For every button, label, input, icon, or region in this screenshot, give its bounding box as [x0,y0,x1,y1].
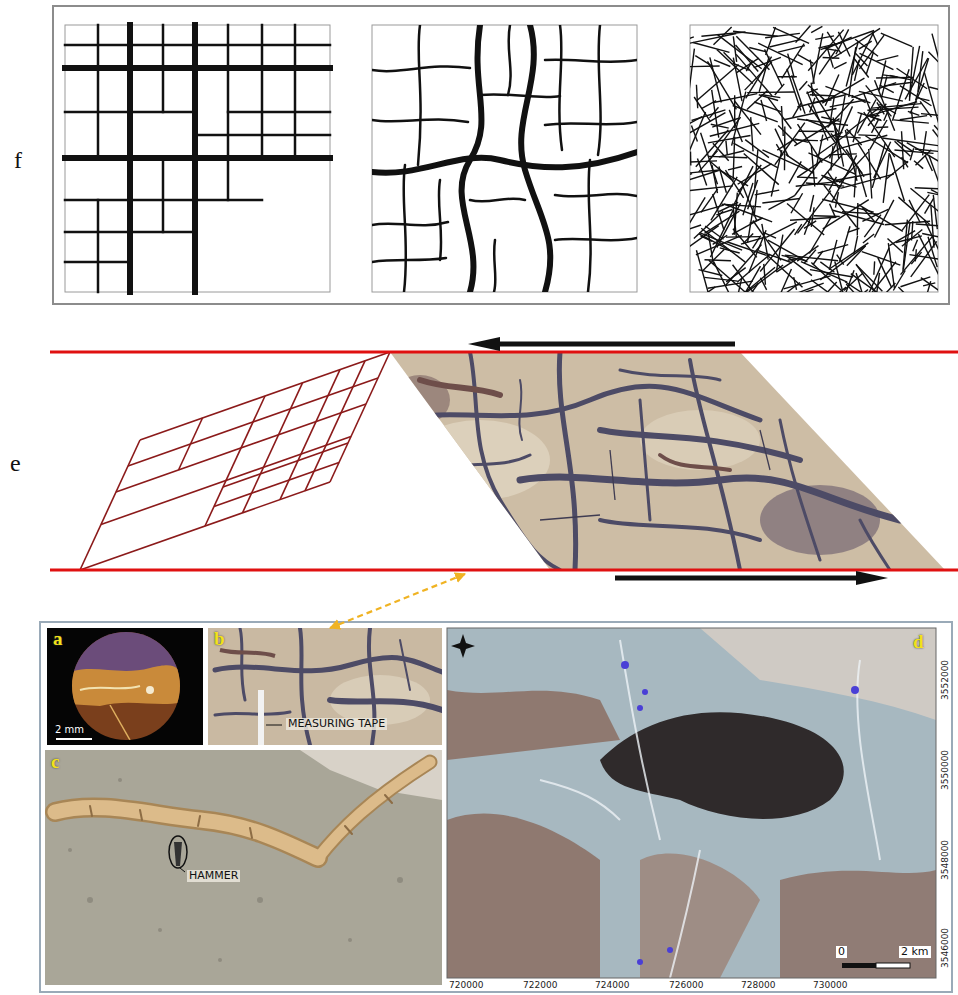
scale-label: 0 [836,946,847,958]
satellite-map [447,628,936,978]
photo-label: HAMMER [187,870,240,882]
panel-letter: d [913,632,924,653]
panel-b: bMEASURING TAPE [208,628,442,745]
coordinate-label: 730000 [813,981,847,991]
coordinate-label: 724000 [595,981,629,991]
coordinate-label: 3550000 [941,750,951,790]
panel-c: cHAMMER [45,750,442,985]
coordinate-label: 720000 [449,981,483,991]
shear-zone [50,337,958,585]
thin-section-photo [47,628,203,745]
photo-label: MEASURING TAPE [286,718,387,730]
panel-frame [40,622,952,992]
coordinate-label: 722000 [523,981,557,991]
coordinate-label: 3548000 [941,840,951,880]
panel-d: d 0 2 km [447,628,936,978]
scale-label: 2 km [899,946,931,958]
panel-a: a 2 mm [47,628,203,745]
panel-letter: f [14,147,22,173]
panel-letter: e [10,450,21,476]
coordinate-label: 726000 [669,981,703,991]
panel-letter: c [51,752,59,773]
curved-network [372,25,637,292]
coordinate-label: 3546000 [941,928,951,968]
coordinate-label: 3552000 [941,660,951,700]
random-network [644,25,958,332]
panel-f: f [52,5,950,305]
panel-letter: a [53,629,63,650]
dashed-arrow [330,574,465,628]
scale-label: 2 mm [55,724,84,735]
coordinate-label: 728000 [741,981,775,991]
panel-e: e [0,338,958,574]
vein-outcrop-photo [45,750,442,985]
panel-letter: b [214,629,225,650]
orthogonal-network [65,25,330,292]
outcrop-photo [208,628,442,746]
